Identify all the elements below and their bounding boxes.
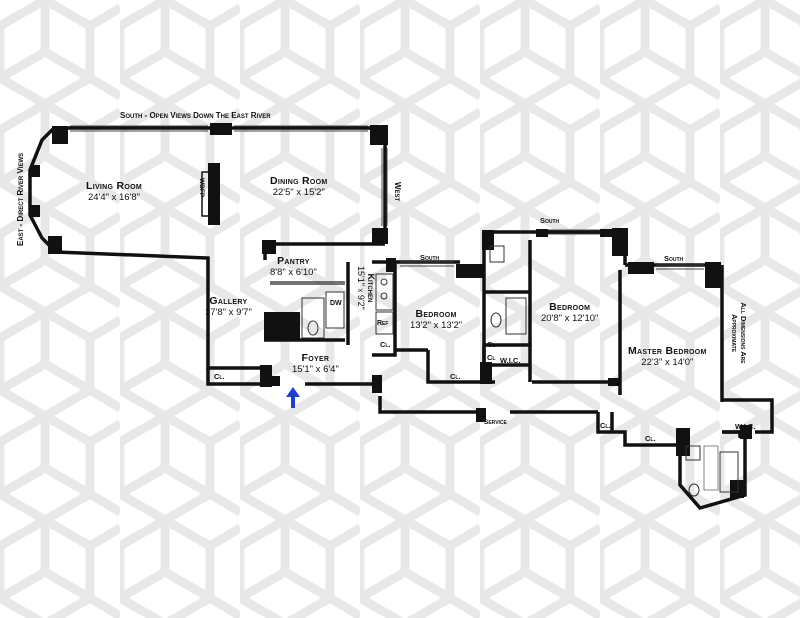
label-wic-master: W.I.C. [735,422,756,431]
room-name: Master Bedroom [628,345,707,357]
label-closet-b: Cl [487,353,496,362]
label-wbfp: WBFP [198,178,205,198]
label-south-views: South - Open Views Down The East River [120,111,271,120]
room-bedroom-1: Bedroom 13'2" x 13'2" [410,308,463,332]
room-name: Living Room [86,180,142,192]
room-dimensions: 13'2" x 13'2" [410,320,463,331]
room-dining: Dining Room 22'5" x 15'2" [270,175,328,199]
room-name: Pantry [277,255,310,267]
label-closet-master: Cl. [645,434,656,443]
room-name: Dining Room [270,175,328,187]
walls-living-dining [28,126,387,370]
room-dimensions: 20'8" x 12'10" [541,313,599,324]
windows-south [70,125,388,226]
room-dimensions: 15'1" x 9'2" [356,266,366,310]
room-master-bedroom: Master Bedroom 22'3" x 14'0" [628,345,707,369]
label-dw: DW [330,300,342,307]
room-dimensions: 22'5" x 15'2" [272,187,325,198]
entry-arrow-icon [286,387,300,408]
room-living: Living Room 24'4" x 16'8" [86,180,142,204]
walls-bath1 [395,240,532,384]
room-foyer: Foyer 15'1" x 6'4" [292,352,339,376]
pier [370,125,388,145]
room-name: Bedroom [549,301,591,313]
room-name: Foyer [301,352,330,364]
pier [30,165,40,177]
walls-divider [532,270,622,395]
label-south-master: South [664,254,684,263]
room-name: Bedroom [415,308,457,320]
note-dimensions-approximate: All Dimensions Are Approximate [730,302,748,364]
room-name: Kitchen [366,273,376,303]
fireplace [201,163,220,225]
pier [372,228,388,244]
room-dimensions: 15'1" x 6'4" [292,364,339,375]
label-service: Service [484,419,507,426]
label-ref: Ref [377,320,389,327]
pier [30,205,40,217]
walls-kitchen-pantry [262,240,397,357]
label-closet-kitchen: Cl. [380,340,391,349]
walls-master-bath [676,425,752,510]
label-wic-bedroom: W.I.C. [500,356,521,365]
pier [48,236,62,254]
room-dimensions: 17'8" x 9'7" [205,307,252,318]
label-closet-a: Cl [487,340,496,349]
label-closet-hall: Cl. [600,421,611,430]
room-dimensions: 24'4" x 16'8" [87,192,141,203]
room-gallery: Gallery 17'8" x 9'7" [205,295,252,319]
label-closet-bedroom: Cl. [450,372,461,381]
label-east-views: East - Direct River Views [16,152,25,246]
room-name: Gallery [209,295,248,307]
label-south-bed2: South [540,216,560,225]
label-closet-foyer: Cl. [214,372,225,381]
room-dimensions: 8'8" x 6'10" [270,267,317,278]
label-west: West [393,182,402,202]
room-bedroom-2: Bedroom 20'8" x 12'10" [541,301,599,325]
pier [210,123,232,135]
room-kitchen: Kitchen 15'1" x 9'2" [356,266,376,310]
walls-service-corridor [378,396,742,447]
pier [52,126,68,144]
label-south-bed1: South [420,253,440,262]
walls-foyer [206,365,382,393]
room-dimensions: 22'3" x 14'0" [641,357,694,368]
room-pantry: Pantry 8'8" x 6'10" [270,255,317,279]
